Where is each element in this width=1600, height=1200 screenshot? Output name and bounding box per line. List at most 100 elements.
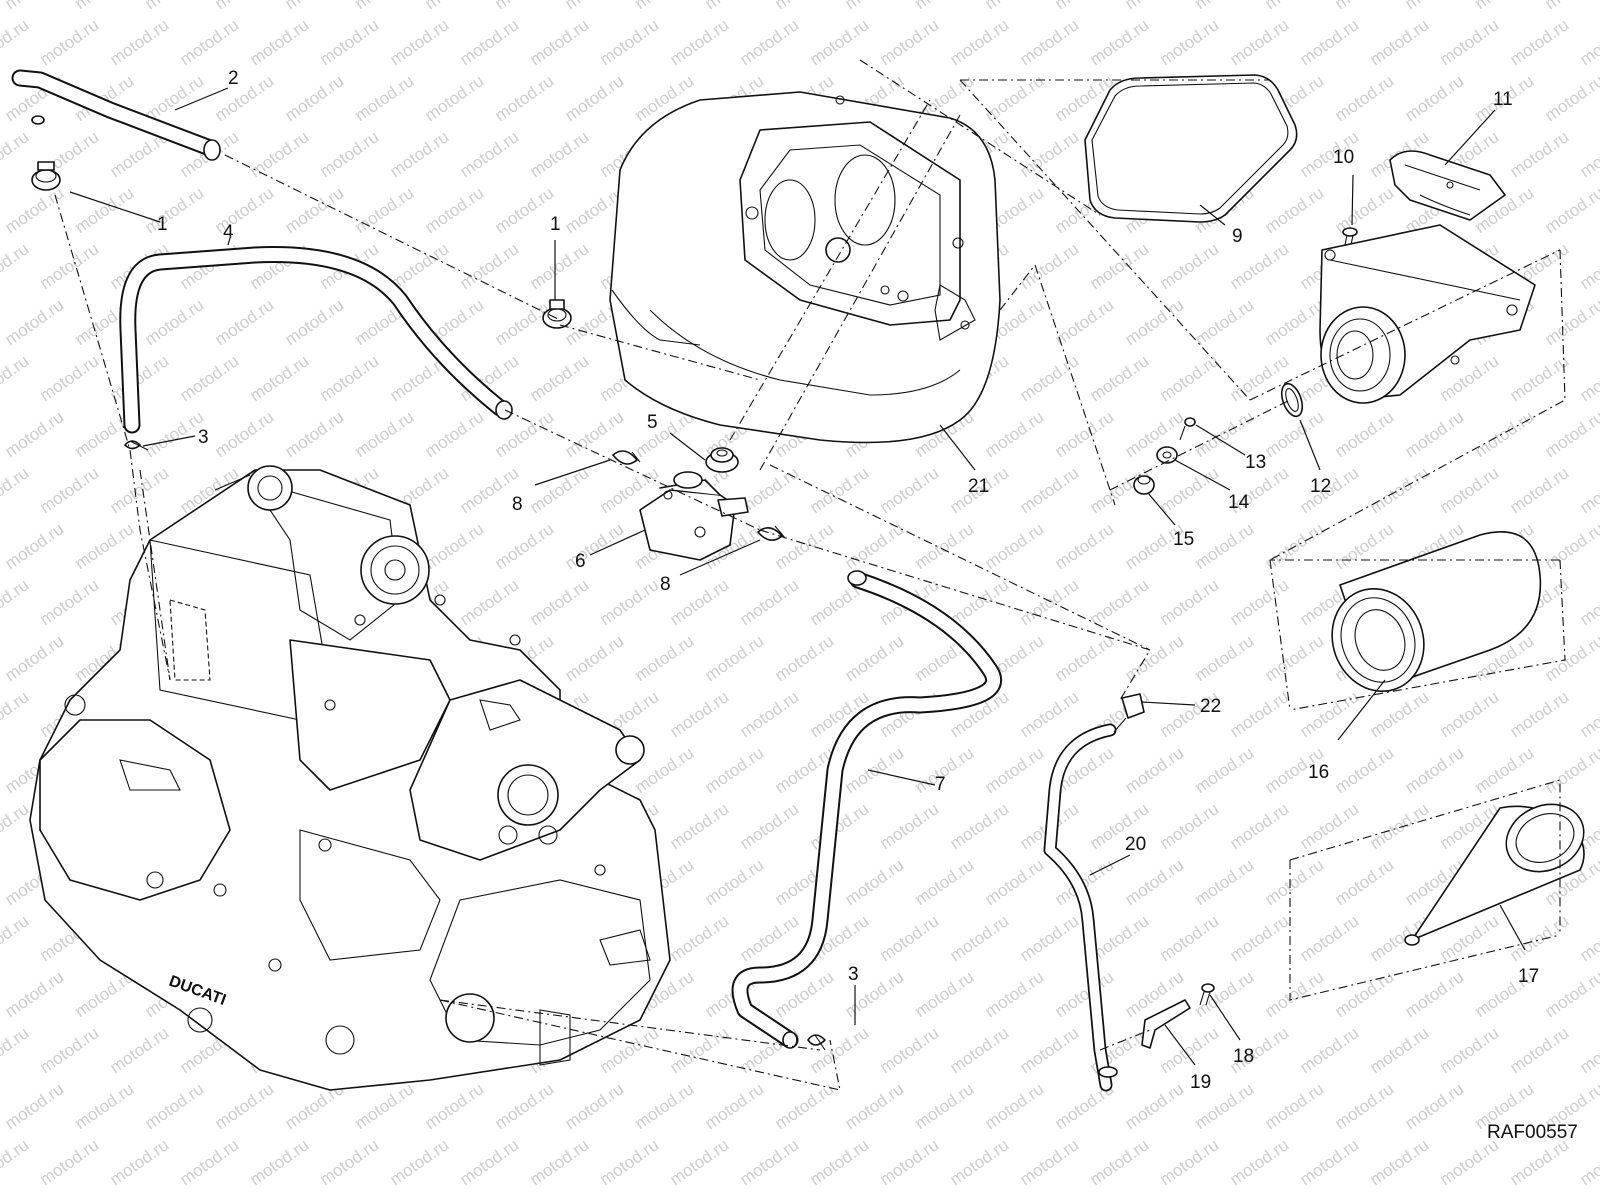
watermark-text: motod.ru — [526, 15, 592, 69]
watermark-text: motod.ru — [71, 519, 137, 573]
watermark-text: motod.ru — [1366, 687, 1432, 741]
watermark-text: motod.ru — [526, 239, 592, 293]
watermark-text: motod.ru — [561, 519, 627, 573]
watermark-text: motod.ru — [526, 463, 592, 517]
watermark-text: motod.ru — [1436, 1135, 1502, 1189]
watermark-text: motod.ru — [981, 1079, 1047, 1133]
watermark-text: motod.ru — [666, 1135, 732, 1189]
watermark-text: motod.ru — [1156, 351, 1222, 405]
watermark-text: motod.ru — [1366, 1023, 1432, 1077]
watermark-text: motod.ru — [631, 1079, 697, 1133]
callout-3a: 3 — [198, 427, 209, 448]
watermark-text: motod.ru — [1016, 127, 1082, 181]
watermark-text: motod.ru — [421, 407, 487, 461]
watermark-text: motod.ru — [1331, 71, 1397, 125]
bracket-11 — [1389, 150, 1506, 221]
watermark-text: motod.ru — [1576, 911, 1600, 965]
watermark-text: motod.ru — [141, 1079, 207, 1133]
watermark-text: motod.ru — [736, 15, 802, 69]
callout-1b: 1 — [550, 214, 561, 235]
watermark-text: motod.ru — [456, 127, 522, 181]
watermark-text: motod.ru — [0, 799, 32, 853]
watermark-text: motod.ru — [351, 407, 417, 461]
watermark-text: motod.ru — [1506, 463, 1572, 517]
watermark-text: motod.ru — [1121, 743, 1187, 797]
watermark-text: motod.ru — [1051, 519, 1117, 573]
airbox — [609, 91, 1001, 444]
watermark-text: motod.ru — [1576, 239, 1600, 293]
callout-8b: 8 — [660, 574, 671, 595]
callout-9: 9 — [1232, 226, 1243, 247]
watermark-text: motod.ru — [561, 631, 627, 685]
watermark-text: motod.ru — [736, 575, 802, 629]
watermark-text: motod.ru — [596, 15, 662, 69]
watermark-text: motod.ru — [0, 463, 32, 517]
watermark-text: motod.ru — [211, 183, 277, 237]
connector-22 — [1113, 693, 1145, 733]
callout-17: 17 — [1518, 966, 1539, 987]
watermark-text: motod.ru — [946, 1023, 1012, 1077]
watermark-text: motod.ru — [1261, 631, 1327, 685]
watermark-text: motod.ru — [1506, 1023, 1572, 1077]
watermark-text: motod.ru — [281, 183, 347, 237]
watermark-text: motod.ru — [1506, 911, 1572, 965]
watermark-text: motod.ru — [911, 967, 977, 1021]
watermark-text: motod.ru — [421, 1079, 487, 1133]
watermark-text: motod.ru — [491, 0, 557, 13]
watermark-text: motod.ru — [1401, 743, 1467, 797]
watermark-text: motod.ru — [456, 1135, 522, 1189]
callout-14: 14 — [1228, 492, 1250, 513]
watermark-text: motod.ru — [1016, 239, 1082, 293]
callout-2: 2 — [228, 68, 239, 89]
watermark-text: motod.ru — [1401, 407, 1467, 461]
watermark-text: motod.ru — [1296, 15, 1362, 69]
watermark-text: motod.ru — [1191, 855, 1257, 909]
grommet-5 — [705, 447, 739, 473]
watermark-text: motod.ru — [981, 743, 1047, 797]
watermark-text: motod.ru — [1, 295, 67, 349]
watermark-text: motod.ru — [106, 1135, 172, 1189]
engine: DUCATI — [29, 465, 671, 1091]
watermark-text: motod.ru — [1261, 1079, 1327, 1133]
watermark-text: motod.ru — [1191, 631, 1257, 685]
watermark-text: motod.ru — [876, 463, 942, 517]
hose-4 — [119, 246, 513, 434]
watermark-text: motod.ru — [526, 575, 592, 629]
watermark-text: motod.ru — [1576, 15, 1600, 69]
watermark-text: motod.ru — [71, 0, 137, 13]
watermark-text: motod.ru — [1016, 15, 1082, 69]
watermark-text: motod.ru — [421, 183, 487, 237]
watermark-text: motod.ru — [0, 1135, 32, 1189]
watermark-text: motod.ru — [1471, 0, 1537, 13]
watermark-text: motod.ru — [36, 239, 102, 293]
watermark-text: motod.ru — [1576, 127, 1600, 181]
ring-12 — [1280, 382, 1304, 418]
watermark-text: motod.ru — [631, 631, 697, 685]
callout-4: 4 — [223, 222, 234, 243]
clip-8a — [612, 450, 641, 465]
screw-13 — [1179, 417, 1196, 441]
watermark-text: motod.ru — [1191, 0, 1257, 13]
watermark-text: motod.ru — [141, 0, 207, 13]
watermark-text: motod.ru — [1541, 631, 1600, 685]
watermark-text: motod.ru — [1506, 687, 1572, 741]
watermark-text: motod.ru — [176, 15, 242, 69]
hose-7 — [731, 570, 1002, 1049]
air-filter-16 — [1331, 531, 1542, 693]
watermark-text: motod.ru — [71, 183, 137, 237]
screw-18 — [1199, 983, 1215, 1006]
watermark-text: motod.ru — [736, 799, 802, 853]
watermark-text: motod.ru — [1331, 0, 1397, 13]
watermark-text: motod.ru — [0, 1023, 32, 1077]
watermark-text: motod.ru — [1576, 463, 1600, 517]
watermark-text: motod.ru — [36, 1135, 102, 1189]
watermark-text: motod.ru — [771, 519, 837, 573]
watermark-text: motod.ru — [1261, 0, 1327, 13]
watermark-text: motod.ru — [596, 1135, 662, 1189]
watermark-text: motod.ru — [1016, 1135, 1082, 1189]
watermark-text: motod.ru — [1331, 1079, 1397, 1133]
watermark-text: motod.ru — [1121, 631, 1187, 685]
watermark-text: motod.ru — [456, 15, 522, 69]
watermark-text: motod.ru — [1541, 295, 1600, 349]
callout-18: 18 — [1233, 1046, 1254, 1067]
